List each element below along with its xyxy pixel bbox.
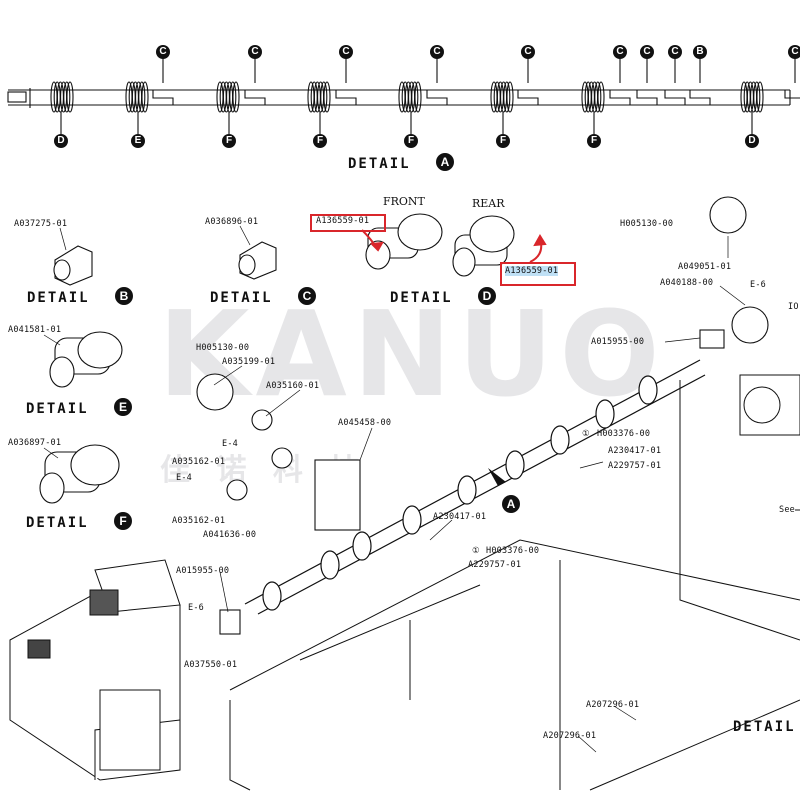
part-a015955-right: A015955-00 <box>591 337 645 347</box>
front-caption: FRONT <box>383 195 425 208</box>
top-shaft-lower-marker: D <box>54 134 68 148</box>
part-a037275: A037275-01 <box>14 219 68 229</box>
detail-c-marker: C <box>298 287 316 305</box>
part-a229757-mid: A229757-01 <box>468 560 522 570</box>
detail-a-marker: A <box>436 153 454 171</box>
top-shaft-upper-marker: C <box>156 45 170 59</box>
top-shaft-lower-marker: E <box>131 134 145 148</box>
rear-part-highlight <box>500 262 576 286</box>
detail-d-label: DETAIL <box>390 290 453 306</box>
part-a037550: A037550-01 <box>184 660 238 670</box>
part-a041636: A041636-00 <box>203 530 257 540</box>
part-a035162-b: A035162-01 <box>172 516 226 526</box>
detail-a-label: DETAIL <box>348 156 411 172</box>
detail-e-label: DETAIL <box>26 401 89 417</box>
part-h003376-mid: H003376-00 <box>486 546 540 556</box>
top-shaft-upper-marker: C <box>248 45 262 59</box>
detail-b-label: DETAIL <box>27 290 90 306</box>
top-shaft-upper-marker: C <box>339 45 353 59</box>
part-h005130-top: H005130-00 <box>620 219 674 229</box>
top-shaft-upper-marker: C <box>430 45 444 59</box>
top-shaft-lower-marker: F <box>313 134 327 148</box>
top-shaft-upper-marker: B <box>693 45 707 59</box>
top-shaft-upper-marker: C <box>668 45 682 59</box>
shaft-a-marker: A <box>502 495 520 513</box>
detail-b-marker: B <box>115 287 133 305</box>
part-a035162-a: A035162-01 <box>172 457 226 467</box>
part-a136559-front: A136559-01 <box>316 216 370 226</box>
part-a045458: A045458-00 <box>338 418 392 428</box>
part-io-partial: IO <box>788 302 799 312</box>
part-a207296-b: A207296-01 <box>543 731 597 741</box>
top-shaft-lower-marker: F <box>496 134 510 148</box>
part-a035160: A035160-01 <box>266 381 320 391</box>
part-a036896: A036896-01 <box>205 217 259 227</box>
part-see-partial: See <box>779 505 795 515</box>
detail-c-label: DETAIL <box>210 290 273 306</box>
part-a041581: A041581-01 <box>8 325 62 335</box>
top-shaft-upper-marker: C <box>788 45 800 59</box>
part-e6-left: E-6 <box>188 603 204 613</box>
rear-caption: REAR <box>472 197 505 210</box>
callout-mark-h003376-top: ① <box>582 429 590 439</box>
part-a207296-a: A207296-01 <box>586 700 640 710</box>
part-a136559-rear: A136559-01 <box>505 266 559 276</box>
top-shaft-lower-marker: F <box>404 134 418 148</box>
part-e6-top: E-6 <box>750 280 766 290</box>
part-a049051: A049051-01 <box>678 262 732 272</box>
part-h005130-left: H005130-00 <box>196 343 250 353</box>
part-e4-a: E-4 <box>222 439 238 449</box>
part-a229757-top: A229757-01 <box>608 461 662 471</box>
detail-partial-label: DETAIL <box>733 719 796 735</box>
detail-f-marker: F <box>114 512 132 530</box>
top-shaft-upper-marker: C <box>521 45 535 59</box>
top-shaft-upper-marker: C <box>640 45 654 59</box>
part-a040188: A040188-00 <box>660 278 714 288</box>
part-a015955-left: A015955-00 <box>176 566 230 576</box>
part-a230417-mid: A230417-01 <box>433 512 487 522</box>
watermark-brand: KANUO <box>158 285 666 423</box>
part-a230417-top: A230417-01 <box>608 446 662 456</box>
top-shaft-lower-marker: F <box>587 134 601 148</box>
top-shaft-lower-marker: F <box>222 134 236 148</box>
top-shaft-upper-marker: C <box>613 45 627 59</box>
top-shaft-lower-marker: D <box>745 134 759 148</box>
callout-mark-h003376-mid: ① <box>472 546 480 556</box>
part-a035199: A035199-01 <box>222 357 276 367</box>
part-e4-b: E-4 <box>176 473 192 483</box>
detail-f-label: DETAIL <box>26 515 89 531</box>
part-h003376-top: H003376-00 <box>597 429 651 439</box>
detail-e-marker: E <box>114 398 132 416</box>
part-a036897: A036897-01 <box>8 438 62 448</box>
front-part-highlight <box>310 214 386 232</box>
detail-d-marker: D <box>478 287 496 305</box>
